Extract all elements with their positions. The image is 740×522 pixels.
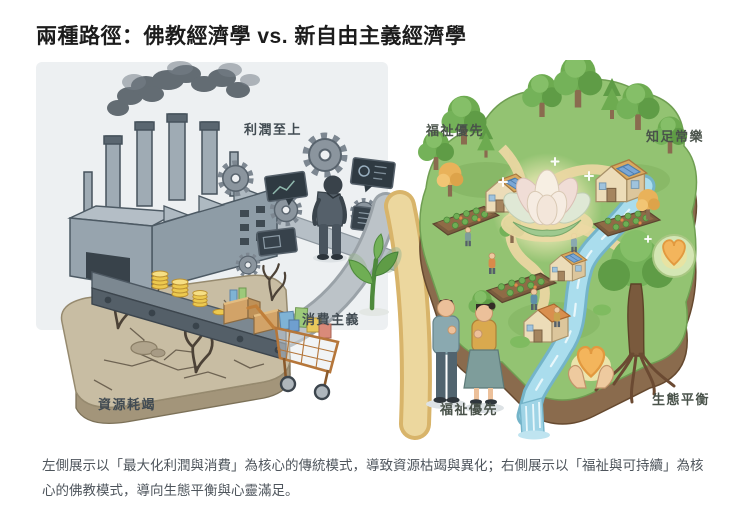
- greeting-people-icon: [426, 299, 505, 413]
- chimney-icon: [83, 113, 239, 219]
- tree-icon: [418, 60, 688, 348]
- sparkle-icon: [498, 157, 594, 187]
- heart-icon: [644, 234, 696, 278]
- page: 兩種路徑：佛教經濟學 vs. 新自由主義經濟學: [34, 25, 710, 498]
- conveyor-icon: [91, 270, 289, 361]
- slumped-worker-icon: [312, 175, 347, 263]
- alienation-scene: [220, 136, 396, 278]
- lotus-icon: [498, 157, 594, 242]
- label-profit-first: 利潤至上: [244, 122, 302, 137]
- factory-icon: [67, 61, 278, 291]
- label-welfare-first-top: 福祉優先: [425, 123, 484, 138]
- label-welfare-first-bottom: 福祉優先: [439, 402, 498, 417]
- label-contentment: 知足常樂: [646, 129, 704, 144]
- shopping-cart-icon: [246, 304, 340, 401]
- page-title: 兩種路徑：佛教經濟學 vs. 新自由主義經濟學: [36, 25, 467, 48]
- caption-text: 左側展示以「最大化利潤與消費」為核心的傳統模式，導致資源枯竭與異化；右側展示以「…: [42, 458, 704, 498]
- smoke-icon: [107, 61, 260, 116]
- label-consumerism: 消費主義: [302, 312, 360, 327]
- hands-holding-heart-icon: [567, 345, 615, 389]
- illustration-canvas: 利潤至上 消費主義 資源耗竭 福祉優先 知足常樂 福祉優先 生態平衡: [36, 60, 710, 440]
- sprout-icon: [348, 233, 402, 316]
- comparison-illustration: 利潤至上 消費主義 資源耗竭 福祉優先 知足常樂 福祉優先 生態平衡: [34, 60, 710, 440]
- cart-goods: [278, 307, 332, 339]
- gold-path: [388, 194, 428, 436]
- label-ecological-balance: 生態平衡: [652, 392, 710, 407]
- waterfall-icon: [518, 397, 550, 440]
- label-resource-depletion: 資源耗竭: [98, 397, 156, 412]
- man-greeting: [432, 299, 460, 403]
- woman-greeting: [463, 302, 505, 405]
